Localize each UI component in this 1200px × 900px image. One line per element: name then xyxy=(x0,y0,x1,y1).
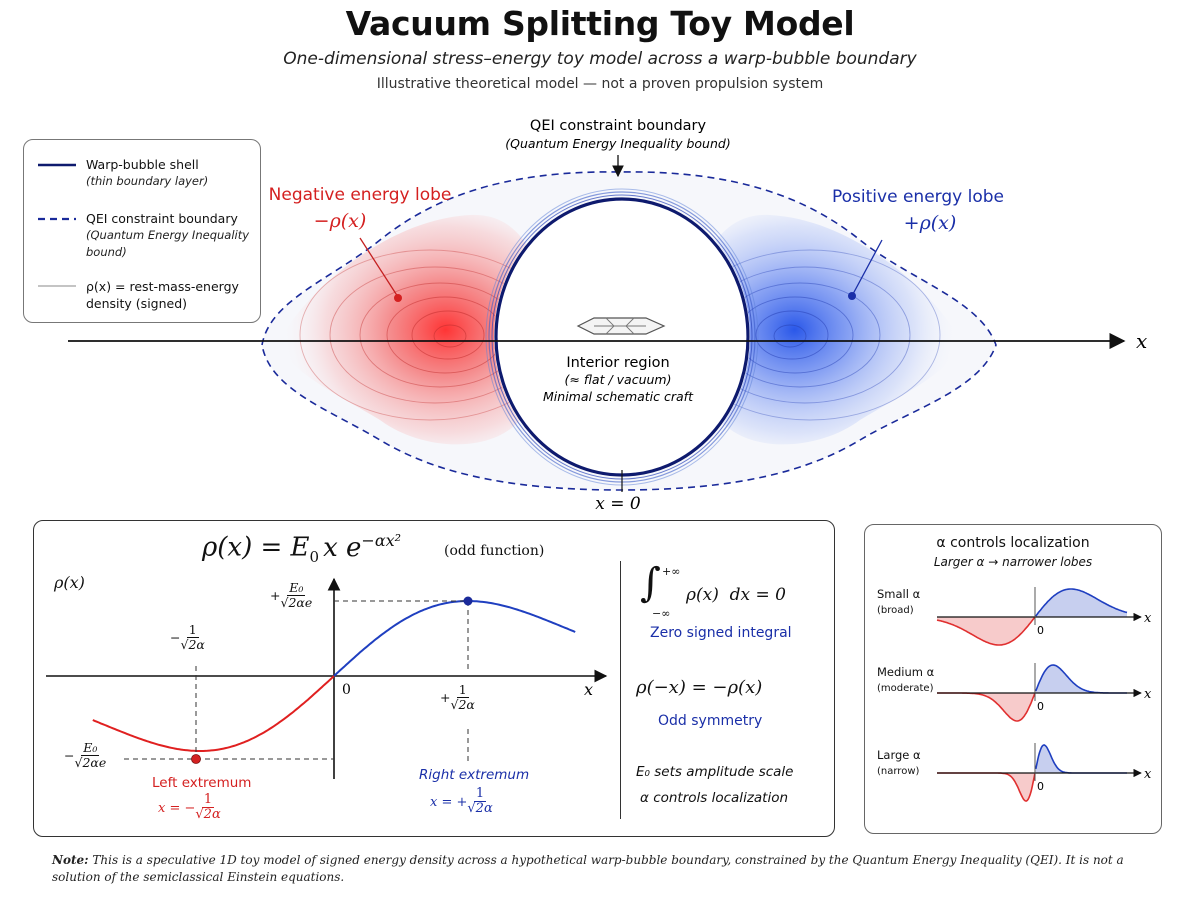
alpha-row-2-negative-fill xyxy=(937,773,1035,801)
negative-lobe-pointer xyxy=(359,237,399,298)
legend-shell-swatch xyxy=(38,163,76,167)
alpha-row-large-desc: (narrow) xyxy=(877,766,920,777)
alpha-row-medium-desc: (moderate) xyxy=(877,683,934,694)
disclaimer: Illustrative theoretical model — not a p… xyxy=(376,76,824,92)
origin-label: x = 0 xyxy=(595,494,641,514)
positive-branch-curve xyxy=(333,600,576,677)
right-extremum-label: Right extremum xyxy=(419,767,530,783)
alpha-row-2-origin-label: 0 xyxy=(1037,780,1044,793)
negative-lobe-expr: −ρ(x) xyxy=(314,210,367,232)
legend-panel: Warp-bubble shell (thin boundary layer) … xyxy=(23,139,261,323)
positive-lobe-expr: +ρ(x) xyxy=(904,212,957,234)
positive-lobe-label: Positive energy lobe xyxy=(832,187,1004,207)
alpha-row-2-x-label: x xyxy=(1144,767,1152,782)
alpha-row-medium-name: Medium α xyxy=(877,665,935,679)
alpha-row-2-positive-fill xyxy=(1035,745,1127,773)
amplitude-line: E₀ sets amplitude scale xyxy=(636,764,794,780)
page-title: Vacuum Splitting Toy Model xyxy=(345,4,855,43)
xmin-tick-label: − 1√2α xyxy=(170,622,205,652)
alpha-panel-subtitle: Larger α → narrower lobes xyxy=(933,555,1093,569)
negative-branch-curve xyxy=(92,675,335,752)
craft-icon xyxy=(576,317,666,335)
left-extremum-expr: x = − 1√2α xyxy=(158,792,221,823)
plot-y-label: ρ(x) xyxy=(54,573,85,592)
integral-sign: ∫ xyxy=(640,560,661,606)
min-value-label: − E₀√2αe xyxy=(64,740,107,770)
alpha-row-small-name: Small α xyxy=(877,587,921,601)
alpha-mini-plots: 0 x 0 x 0 x xyxy=(936,587,1152,802)
negative-lobe-dot xyxy=(394,294,402,302)
plot-x-label: x xyxy=(584,680,593,699)
legend-density-swatch xyxy=(38,285,76,287)
interior-label: Interior region xyxy=(566,355,669,371)
formula-note: (odd function) xyxy=(444,543,545,559)
negative-lobe-label: Negative energy lobe xyxy=(269,185,452,205)
symmetry-caption: Odd symmetry xyxy=(658,713,763,729)
page-subtitle: One-dimensional stress–energy toy model … xyxy=(283,49,917,69)
integral-expr: ρ(x) dx = 0 xyxy=(686,585,786,605)
alpha-row-0-positive-curve xyxy=(1035,588,1128,617)
min-point xyxy=(191,754,201,764)
right-extremum-expr: x = + 1√2α xyxy=(430,786,493,817)
footnote: Note: This is a speculative 1D toy model… xyxy=(52,853,1124,884)
rho-plot: 0 x xyxy=(46,577,608,779)
x-axis-label: x xyxy=(1136,329,1147,353)
integral-caption: Zero signed integral xyxy=(650,625,792,641)
alpha-row-0-origin-label: 0 xyxy=(1037,624,1044,637)
alpha-row-small-desc: (broad) xyxy=(877,605,914,616)
symmetry-expr: ρ(−x) = −ρ(x) xyxy=(636,677,763,698)
alpha-panel-title: α controls localization xyxy=(936,535,1090,551)
craft-label: Minimal schematic craft xyxy=(543,389,694,404)
alpha-row-large-name: Large α xyxy=(877,748,921,762)
xmax-tick-label: + 1√2α xyxy=(440,682,475,712)
panel-divider xyxy=(620,561,621,819)
alpha-panel: α controls localization Larger α → narro… xyxy=(864,524,1162,834)
alpha-row-1-x-label: x xyxy=(1144,687,1152,702)
left-extremum-label: Left extremum xyxy=(152,775,252,791)
alpha-row-0-negative-fill xyxy=(937,617,1035,645)
alpha-row-0-positive-fill xyxy=(1035,589,1127,617)
positive-lobe-pointer xyxy=(852,239,883,295)
legend-item-qei: QEI constraint boundary (Quantum Energy … xyxy=(86,211,250,259)
legend-item-shell: Warp-bubble shell (thin boundary layer) xyxy=(86,157,209,188)
legend-item-density: ρ(x) = rest-mass-energy density (signed) xyxy=(86,279,239,311)
interior-sub: (≈ flat / vacuum) xyxy=(565,372,672,387)
localization-line: α controls localization xyxy=(640,790,789,806)
integral-lower: −∞ xyxy=(652,607,671,620)
qei-label: QEI constraint boundary xyxy=(530,118,707,134)
max-value-label: + E₀√2αe xyxy=(270,580,313,610)
warp-bubble-diagram: x Interior region (≈ flat / vacuum) Mini… xyxy=(68,118,1147,514)
alpha-row-0-negative-curve xyxy=(936,616,1036,646)
plot-origin: 0 xyxy=(342,682,351,698)
positive-lobe-dot xyxy=(848,292,856,300)
qei-sub: (Quantum Energy Inequality bound) xyxy=(505,136,730,151)
alpha-row-1-origin-label: 0 xyxy=(1037,700,1044,713)
alpha-row-1-negative-fill xyxy=(937,693,1035,721)
legend-qei-swatch xyxy=(38,217,76,221)
alpha-row-1-positive-fill xyxy=(1035,665,1127,693)
max-point xyxy=(463,596,473,606)
alpha-row-0-x-label: x xyxy=(1144,611,1152,626)
integral-upper: +∞ xyxy=(662,565,681,578)
